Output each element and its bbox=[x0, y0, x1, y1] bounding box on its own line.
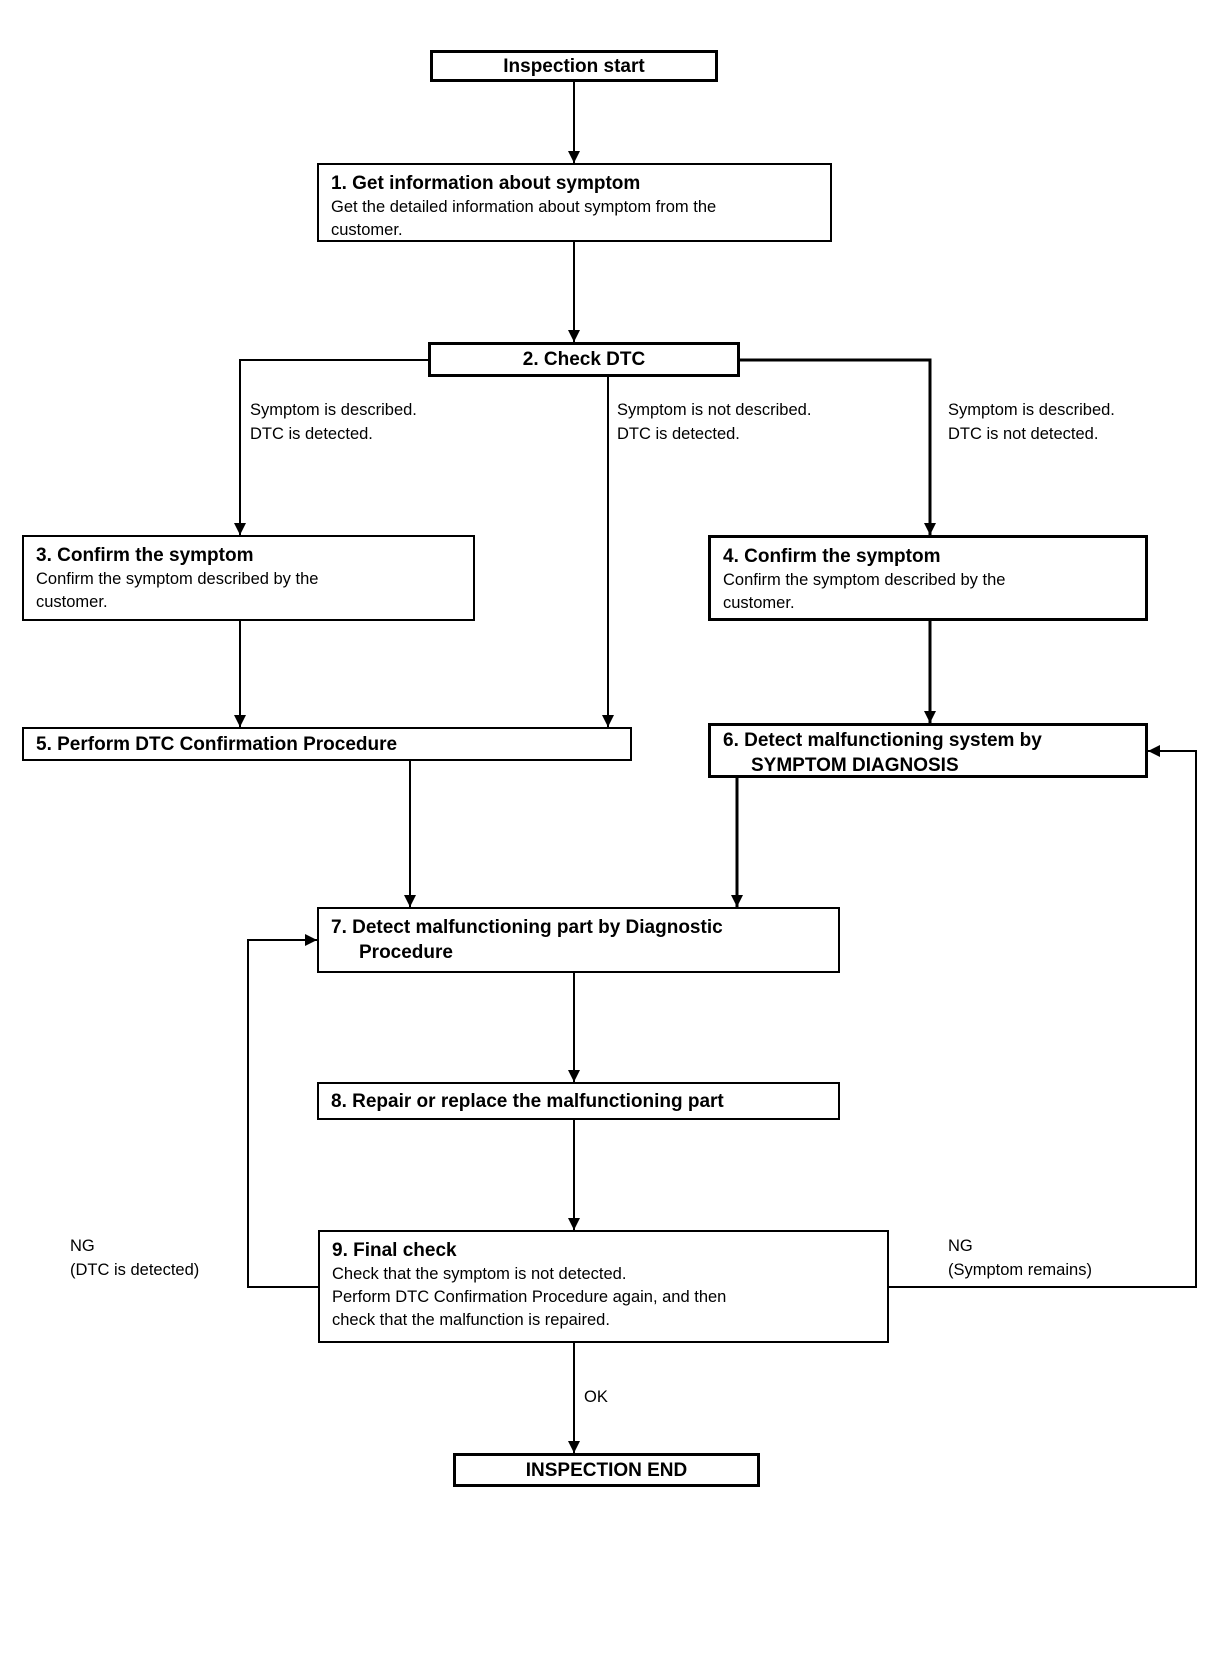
step-5-title: 5. Perform DTC Confirmation Procedure bbox=[36, 734, 398, 755]
step-1-body-line: Get the detailed information about sympt… bbox=[331, 198, 717, 216]
node-step-1: 1. Get information about symptom Get the… bbox=[317, 163, 832, 242]
step-9-title: 9. Final check bbox=[332, 1240, 457, 1261]
step-3-body-line: customer. bbox=[36, 593, 108, 611]
inspection-start-label: Inspection start bbox=[503, 55, 645, 77]
node-inspection-end: INSPECTION END bbox=[453, 1453, 760, 1487]
node-step-6: 6. Detect malfunctioning system by SYMPT… bbox=[708, 723, 1148, 778]
ng-right-label: NG (Symptom remains) bbox=[948, 1237, 1092, 1279]
ok-label: OK bbox=[584, 1388, 608, 1406]
step-7-title: 7. Detect malfunctioning part by Diagnos… bbox=[331, 917, 723, 938]
step-9-body-line: check that the malfunction is repaired. bbox=[332, 1311, 610, 1329]
node-step-5: 5. Perform DTC Confirmation Procedure bbox=[22, 727, 632, 761]
node-step-2: 2. Check DTC bbox=[428, 342, 740, 377]
inspection-end-label: INSPECTION END bbox=[525, 1459, 688, 1481]
node-inspection-start: Inspection start bbox=[430, 50, 718, 82]
ng-left-label: NG (DTC is detected) bbox=[70, 1237, 200, 1279]
step-9-body-line: Check that the symptom is not detected. bbox=[332, 1265, 627, 1283]
node-step-8: 8. Repair or replace the malfunctioning … bbox=[317, 1082, 840, 1120]
step-4-body-line: customer. bbox=[723, 594, 795, 612]
step-2-title: 2. Check DTC bbox=[522, 349, 646, 370]
step-1-body-line: customer. bbox=[331, 221, 403, 239]
step-6-title: 6. Detect malfunctioning system by bbox=[723, 730, 1042, 751]
node-step-3: 3. Confirm the symptom Confirm the sympt… bbox=[22, 535, 475, 621]
node-step-4: 4. Confirm the symptom Confirm the sympt… bbox=[708, 535, 1148, 621]
step-6-title-line-2: SYMPTOM DIAGNOSIS bbox=[751, 755, 959, 776]
step-4-body-line: Confirm the symptom described by the bbox=[723, 571, 1006, 589]
step-9-body-line: Perform DTC Confirmation Procedure again… bbox=[332, 1288, 727, 1306]
node-step-9: 9. Final check Check that the symptom is… bbox=[318, 1230, 889, 1343]
branch-label-middle: Symptom is not described. DTC is detecte… bbox=[617, 401, 812, 443]
step-3-title: 3. Confirm the symptom bbox=[36, 545, 254, 566]
step-3-body-line: Confirm the symptom described by the bbox=[36, 570, 319, 588]
step-4-title: 4. Confirm the symptom bbox=[723, 546, 941, 567]
step-7-title-line-2: Procedure bbox=[359, 942, 453, 963]
node-step-7: 7. Detect malfunctioning part by Diagnos… bbox=[317, 907, 840, 973]
branch-label-left: Symptom is described. DTC is detected. bbox=[250, 401, 417, 443]
step-1-title: 1. Get information about symptom bbox=[331, 173, 641, 194]
step-8-title: 8. Repair or replace the malfunctioning … bbox=[331, 1091, 724, 1112]
branch-label-right: Symptom is described. DTC is not detecte… bbox=[948, 401, 1115, 443]
